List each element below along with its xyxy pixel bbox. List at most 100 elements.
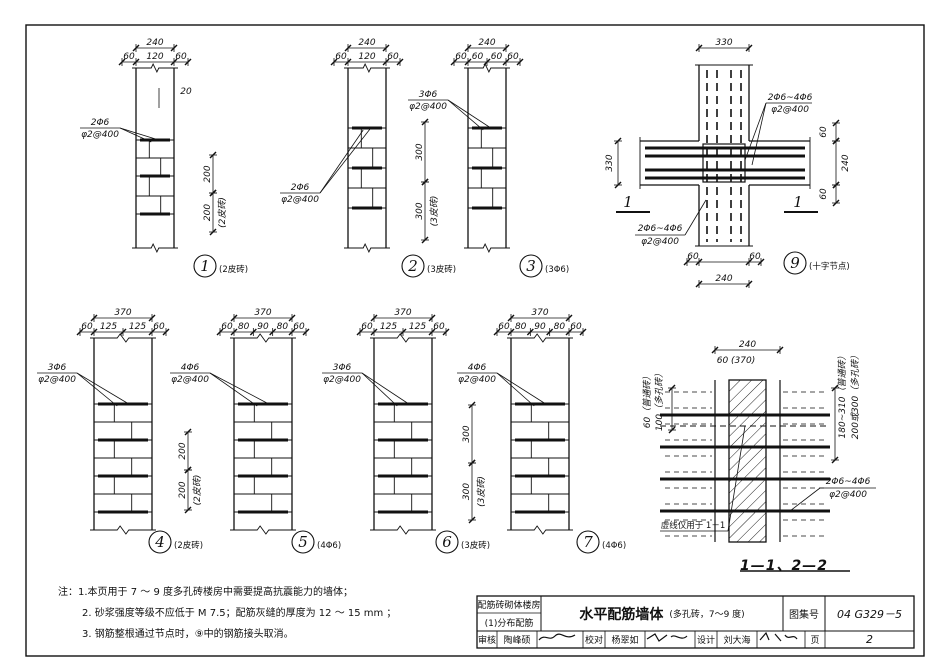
- tb-atlas-no: 04 G329－5: [836, 607, 902, 621]
- dim-parts-text: 120: [146, 52, 163, 62]
- dim-bottom-total-tick: [745, 280, 753, 288]
- dim-bottom-text: 60: [749, 252, 761, 262]
- detail-number-circle: [148, 530, 172, 554]
- tie-label: φ2@400: [771, 105, 809, 115]
- break-line: [90, 333, 156, 343]
- tb-designer-signature: [757, 631, 805, 648]
- dim-parts-tick: [356, 328, 364, 336]
- dim-parts-text: 60: [153, 322, 165, 332]
- rebar-bar: [98, 510, 148, 514]
- dim-vert-tick: [468, 516, 476, 524]
- tie-label: φ2@400: [458, 375, 496, 385]
- detail-number-caption: (4Φ6): [317, 541, 341, 551]
- tb-atlas-label: 图集号: [789, 610, 819, 621]
- dim-parts-text: 60: [293, 322, 305, 332]
- rebar-bar: [645, 154, 805, 158]
- dim-vert-text: 200: [178, 442, 188, 459]
- dim-total-tick: [382, 44, 390, 52]
- leader: [76, 372, 118, 407]
- break-line: [507, 333, 573, 343]
- tb-page-no: 2: [866, 633, 873, 646]
- dim-total-tick: [428, 314, 436, 322]
- title-block: 配筋砖砌体楼房 (1)分布配筋 水平配筋墙体 (多孔砖，7～9 度) 图集号 0…: [477, 596, 914, 648]
- leader: [496, 372, 547, 405]
- dim-vert-tick: [184, 466, 192, 474]
- dim-vert-tick: [421, 178, 429, 186]
- dim-r3-tick: [832, 199, 840, 207]
- dim-vert-tick: [421, 118, 429, 126]
- leader: [209, 372, 269, 405]
- dim-parts-tick: [148, 328, 156, 336]
- signature-scribble-2: [646, 633, 688, 642]
- leader: [447, 99, 492, 129]
- dim-top-tick: [776, 346, 784, 354]
- dim-parts-text: 80: [554, 322, 566, 332]
- dim-vert-tick: [209, 151, 217, 159]
- rebar-label: 2Φ6~4Φ6: [768, 93, 813, 103]
- rebar-label: 4Φ6: [181, 363, 200, 373]
- rebar-bar: [352, 126, 382, 130]
- break-line: [90, 525, 156, 535]
- dim-parts-tick: [565, 328, 573, 336]
- dim-parts-text: 60: [175, 52, 187, 62]
- detail-number-circle: [435, 530, 459, 554]
- dim-left-1: 60（普通砖）: [642, 372, 653, 428]
- rebar-bar: [515, 438, 565, 442]
- rebar-bar: [515, 402, 565, 406]
- tb-checker: 杨翠如: [611, 636, 639, 646]
- dim-total-tick: [170, 44, 178, 52]
- dim-parts-tick: [516, 58, 524, 66]
- dim-parts-tick: [428, 328, 436, 336]
- tb-title-wrap: 水平配筋墙体 (多孔砖，7～9 度): [541, 596, 783, 631]
- dim-parts-text: 80: [277, 322, 289, 332]
- dim-left-text: 330: [605, 154, 615, 171]
- detail-number-caption: (3Φ6): [545, 265, 569, 275]
- leader: [361, 372, 410, 405]
- dim-parts-tick: [118, 58, 126, 66]
- rebar-label: 3Φ6: [419, 90, 438, 100]
- rebar-bar: [660, 509, 830, 513]
- tb-check-label: 校对: [584, 636, 603, 646]
- section-mark-left: 1: [623, 193, 633, 211]
- dim-bottom-total-tick: [695, 280, 703, 288]
- dim-parts-text: 60: [491, 52, 503, 62]
- dim-total-tick: [90, 314, 98, 322]
- dim-total-tick: [464, 44, 472, 52]
- leader: [209, 372, 258, 407]
- sheet-frame: [25, 24, 925, 657]
- break-line: [370, 525, 436, 535]
- dim-bottom-text: 60: [687, 252, 699, 262]
- detail-number-number: 1: [200, 257, 210, 275]
- dim-parts-tick: [90, 328, 98, 336]
- rebar-bar: [515, 510, 565, 514]
- leader: [789, 487, 821, 512]
- dim-total-text: 240: [478, 38, 495, 48]
- dim-total-text: 370: [254, 308, 271, 318]
- rebar-label: 3Φ6: [48, 363, 67, 373]
- dim-total-text: 370: [114, 308, 131, 318]
- dim-r3-tick: [832, 181, 840, 189]
- dim-bottom-tick: [745, 258, 753, 266]
- dim-parts-text: 80: [238, 322, 250, 332]
- dim-vert-text: 300: [415, 202, 425, 219]
- dim-vert-tick: [184, 506, 192, 514]
- detail-number-number: 3: [526, 257, 536, 275]
- dim-total-text: 240: [146, 38, 163, 48]
- detail-number-circle: [576, 530, 600, 554]
- tie-label: φ2@400: [281, 195, 319, 205]
- break-line: [132, 62, 178, 74]
- tie-label: φ2@400: [409, 102, 447, 112]
- signature-scribble-1: [538, 633, 576, 641]
- tb-page-label: 页: [810, 636, 820, 646]
- leader: [119, 127, 159, 141]
- dim-total-tick: [565, 314, 573, 322]
- rebar-bar: [352, 166, 382, 170]
- tie-label: φ2@400: [81, 130, 119, 140]
- dim-parts-tick: [450, 58, 458, 66]
- note-3: 3. 钢筋整根通过节点时，⑨中的钢筋接头取消。: [82, 629, 294, 640]
